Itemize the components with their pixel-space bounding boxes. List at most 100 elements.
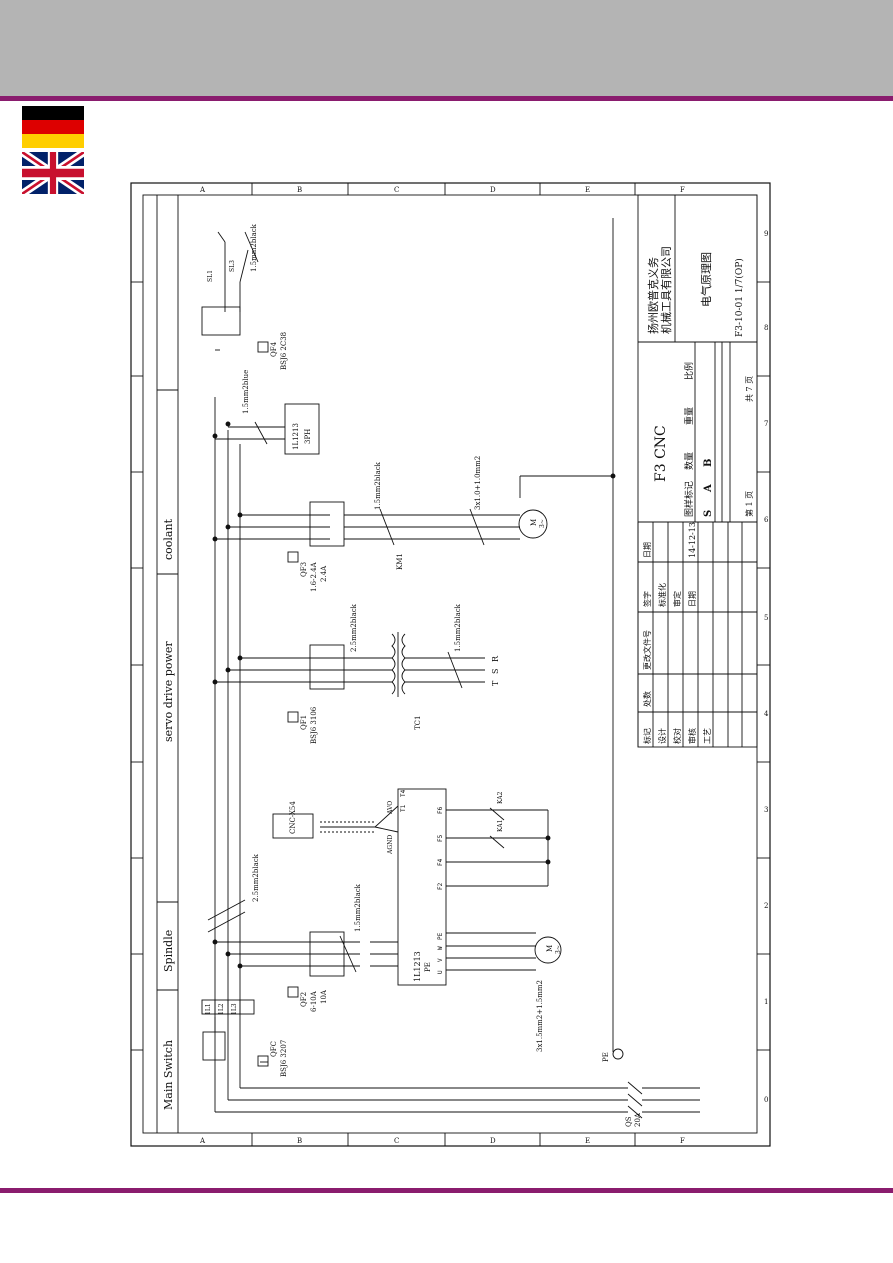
grid-row-d-top: D bbox=[490, 186, 496, 194]
inverter-terminal-w: W bbox=[437, 946, 444, 950]
footer-rule bbox=[0, 1188, 893, 1193]
tb-label-design: 设计 bbox=[657, 728, 667, 744]
info-header-quantity: 数量 bbox=[683, 452, 695, 470]
grid-col-0: 0 bbox=[764, 1096, 768, 1104]
tb-label-mark: 标记 bbox=[642, 728, 652, 744]
mark-s: S bbox=[703, 510, 714, 517]
info-header-scale: 比例 bbox=[683, 362, 695, 380]
section-servo-drive-power: servo drive power bbox=[162, 641, 175, 742]
inverter-terminal-pe: PE bbox=[437, 932, 444, 940]
uk-flag[interactable] bbox=[22, 152, 84, 194]
header-rule bbox=[0, 96, 893, 101]
ka2-label: KA2 bbox=[497, 791, 504, 804]
l3-terminal: 1L3 bbox=[231, 1003, 238, 1015]
tb-label-review: 审核 bbox=[687, 728, 697, 744]
section-spindle: Spindle bbox=[162, 930, 175, 972]
qf1-label: QF1 bbox=[300, 715, 308, 730]
coolant-motor-label: M bbox=[530, 519, 538, 526]
german-flag-stripe-black bbox=[22, 106, 84, 120]
inverter-input-f2: F2 bbox=[437, 882, 444, 890]
grid-row-e-top: E bbox=[585, 186, 590, 194]
title-product: F3 CNC bbox=[653, 425, 669, 482]
inverter-pe: PE bbox=[424, 962, 432, 972]
qf2-range: 6-10A bbox=[310, 990, 318, 1012]
grid-col-1: 1 bbox=[764, 998, 768, 1006]
tb-label-date: 日期 bbox=[688, 591, 697, 607]
grid-col-3: 3 bbox=[764, 806, 768, 814]
sheet-total: 共 7 页 bbox=[745, 376, 754, 402]
box-1l1213-label: 1L1213 bbox=[292, 423, 300, 450]
tb-label-approve: 审定 bbox=[672, 591, 682, 607]
qfc-model: BSJ6 3207 bbox=[280, 1040, 288, 1077]
l2-terminal: 1L2 bbox=[218, 1003, 225, 1015]
pe-label: PE bbox=[602, 1052, 610, 1062]
spindle-motor-phase: 3~ bbox=[555, 945, 562, 954]
wire-2.5-black-left: 2.5mm2black bbox=[252, 853, 260, 902]
spindle-motor-label: M bbox=[546, 945, 554, 952]
sheet-current: 第 1 页 bbox=[744, 491, 754, 517]
title-company-line2: 机械工具有限公司 bbox=[659, 246, 673, 334]
output-t: T bbox=[491, 680, 500, 686]
german-flag-stripe-gold bbox=[22, 134, 84, 148]
qfc-label: QFC bbox=[270, 1041, 278, 1057]
grid-col-7: 7 bbox=[764, 420, 768, 428]
qf3-range: 1.6-2.4A bbox=[310, 561, 318, 592]
qf1-model: BSJ6 3106 bbox=[310, 706, 318, 744]
section-coolant: coolant bbox=[162, 518, 175, 560]
title-company-line1: 扬州欧普克义务 bbox=[646, 257, 660, 334]
qf4-label: QF4 bbox=[270, 341, 278, 357]
inverter-input-f6: F6 bbox=[437, 806, 444, 814]
tb-header-sign: 签字 bbox=[642, 591, 652, 607]
grid-row-f-bottom: F bbox=[680, 1137, 685, 1145]
inverter-input-f5: F5 bbox=[437, 834, 444, 842]
grid-row-b-bottom: B bbox=[297, 1137, 302, 1145]
wire-1.5-blue-top: 1.5mm2blue bbox=[242, 370, 250, 414]
grid-col-5: 5 bbox=[764, 614, 768, 622]
inverter-terminal-u: U bbox=[437, 970, 444, 974]
wire-1.5-black-spindle: 1.5mm2black bbox=[354, 883, 362, 932]
grid-row-e-bottom: E bbox=[585, 1137, 590, 1145]
grid-row-c-top: C bbox=[394, 186, 399, 194]
sl1-label: SL1 bbox=[207, 270, 214, 282]
qs-label: QS bbox=[625, 1116, 633, 1127]
qf3-setting: 2.4A bbox=[320, 565, 328, 582]
grid-col-4: 4 bbox=[764, 710, 769, 718]
grid-row-a-bottom: A bbox=[199, 1137, 206, 1145]
avo-label: AVO bbox=[387, 801, 394, 815]
title-drawing-number: F3-10-01 1/7(OP) bbox=[734, 258, 745, 337]
qf2-setting: 10A bbox=[320, 989, 328, 1004]
tb-label-process: 工艺 bbox=[703, 728, 712, 744]
section-main-switch: Main Switch bbox=[162, 1040, 175, 1110]
tb-label-standard: 标准化 bbox=[657, 583, 667, 607]
electrical-schematic: A B C D E F A B C D E F 0 1 2 3 4 5 6 7 … bbox=[130, 182, 771, 1147]
wire-1.5-black-servo-out: 1.5mm2black bbox=[454, 603, 462, 652]
german-flag-stripe-red bbox=[22, 120, 84, 134]
inverter-terminal-v: V bbox=[437, 958, 444, 962]
inverter-terminal-t1: T1 bbox=[400, 804, 407, 812]
inverter-terminal-t4: T4 bbox=[400, 789, 407, 797]
tb-header-change-doc: 更改文件号 bbox=[642, 630, 652, 670]
grid-row-b-top: B bbox=[297, 186, 302, 194]
spindle-motor-cable: 3x1.5mm2+1.5mm2 bbox=[536, 980, 544, 1052]
output-r: R bbox=[491, 655, 500, 662]
grid-row-d-bottom: D bbox=[490, 1137, 496, 1145]
tb-header-count: 处数 bbox=[642, 691, 652, 707]
inverter-model: 1L1213 bbox=[413, 951, 422, 982]
tb-label-check: 校对 bbox=[672, 728, 682, 744]
qf4-model: BSJ6 2C38 bbox=[280, 332, 288, 370]
german-flag[interactable] bbox=[22, 106, 84, 148]
mark-a: A bbox=[703, 484, 714, 493]
info-header-weight: 重量 bbox=[683, 407, 695, 425]
tb-date-value: 14-12-13 bbox=[688, 522, 697, 558]
agnd-label: AGND bbox=[387, 835, 394, 855]
qs-rating: 20A bbox=[634, 1112, 642, 1127]
km1-label: KM1 bbox=[396, 553, 404, 570]
tb-header-date: 日期 bbox=[643, 542, 652, 558]
sl3-label: SL3 bbox=[229, 260, 236, 272]
qf2-label: QF2 bbox=[300, 992, 308, 1007]
output-s: S bbox=[491, 669, 500, 674]
grid-col-6: 6 bbox=[764, 516, 769, 524]
title-drawing-title: 电气原理图 bbox=[699, 252, 713, 307]
coolant-motor-phase: 3~ bbox=[539, 519, 546, 528]
cnc-label: CNC-X54 bbox=[289, 801, 297, 834]
